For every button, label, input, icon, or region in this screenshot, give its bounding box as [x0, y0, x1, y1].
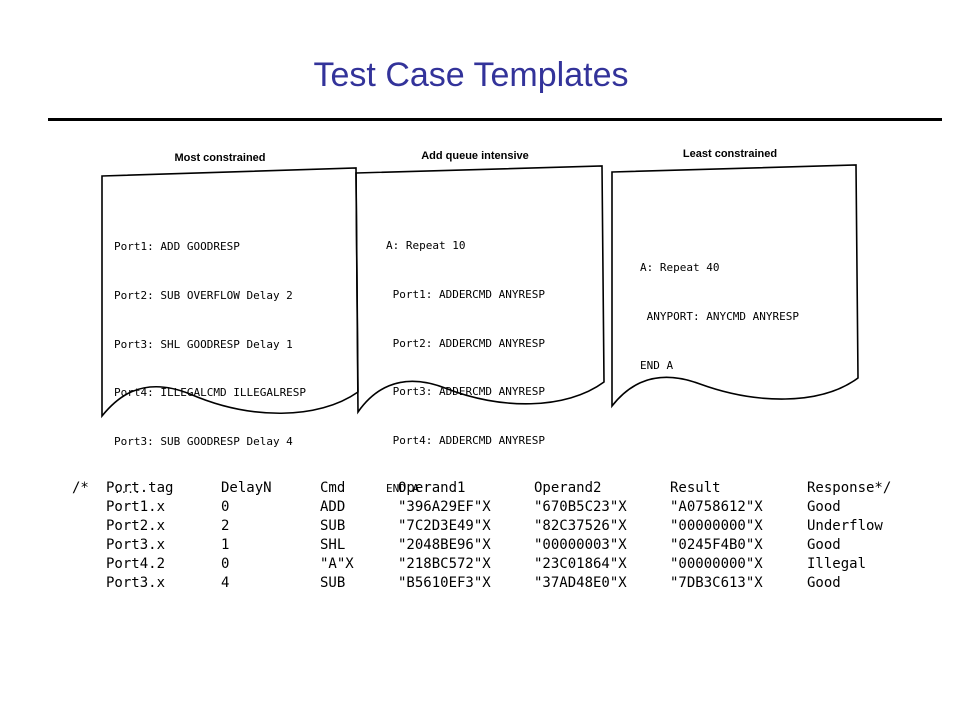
table-cell: Good	[807, 499, 841, 515]
table-cell: Illegal	[807, 556, 867, 572]
table-cell: "37AD48E0"X	[534, 575, 627, 591]
doc-line: ....	[114, 483, 141, 497]
doc-line: A: Repeat 40	[640, 261, 720, 275]
table-cell: Good	[807, 575, 841, 591]
doc-line: A: Repeat 10	[386, 239, 466, 253]
table-cell: Port4.2	[106, 556, 166, 572]
table-cell: 1	[221, 537, 230, 553]
table-cell: "670B5C23"X	[534, 499, 627, 515]
doc-heading-most-constrained: Most constrained	[174, 152, 266, 164]
table-cell: "396A29EF"X	[398, 499, 491, 515]
column-header: Response*/	[807, 480, 892, 496]
comment-open-marker: /*	[72, 480, 89, 496]
table-cell: Good	[807, 537, 841, 553]
table-cell: 0	[221, 499, 230, 515]
title-divider	[48, 118, 942, 121]
doc-heading-add-queue-intensive: Add queue intensive	[421, 150, 529, 162]
doc-body-least-constrained: A: Repeat 40 ANYPORT: ANYCMD ANYRESP END…	[640, 228, 799, 390]
table-cell: "2048BE96"X	[398, 537, 491, 553]
table-cell: "A"X	[320, 556, 354, 572]
table-row: Port3.x 4 SUB "B5610EF3"X "37AD48E0"X "7…	[72, 575, 932, 594]
table-cell: 0	[221, 556, 230, 572]
table-header-row: /* Port.tag DelayN Cmd Operand1 Operand2…	[72, 480, 932, 499]
table-cell: "00000000"X	[670, 518, 763, 534]
column-header: Operand1	[398, 480, 466, 496]
column-header: Cmd	[320, 480, 346, 496]
table-cell: "A0758612"X	[670, 499, 763, 515]
table-cell: Port2.x	[106, 518, 166, 534]
column-header: Result	[670, 480, 721, 496]
doc-line: Port1: ADD GOODRESP	[114, 240, 240, 254]
doc-body-add-queue-intensive: A: Repeat 10 Port1: ADDERCMD ANYRESP Por…	[386, 206, 545, 514]
table-cell: "B5610EF3"X	[398, 575, 491, 591]
doc-heading-least-constrained: Least constrained	[682, 148, 778, 160]
table-cell: ADD	[320, 499, 346, 515]
table-cell: "7DB3C613"X	[670, 575, 763, 591]
table-cell: "82C37526"X	[534, 518, 627, 534]
column-header: Operand2	[534, 480, 602, 496]
doc-line: Port3: SHL GOODRESP Delay 1	[114, 337, 293, 351]
doc-line: Port3: ADDERCMD ANYRESP	[386, 385, 545, 399]
doc-line: Port3: SUB GOODRESP Delay 4	[114, 434, 293, 448]
table-cell: Port3.x	[106, 575, 166, 591]
table-cell: Underflow	[807, 518, 883, 534]
table-cell: SUB	[320, 518, 346, 534]
table-cell: "00000003"X	[534, 537, 627, 553]
page-title: Test Case Templates	[313, 56, 629, 94]
table-cell: "7C2D3E49"X	[398, 518, 491, 534]
doc-line: Port4: ILLEGALCMD ILLEGALRESP	[114, 386, 307, 400]
doc-line: Port2: ADDERCMD ANYRESP	[386, 336, 545, 350]
table-row: Port3.x 1 SHL "2048BE96"X "00000003"X "0…	[72, 537, 932, 556]
table-cell: 4	[221, 575, 230, 591]
table-row: Port2.x 2 SUB "7C2D3E49"X "82C37526"X "0…	[72, 518, 932, 537]
table-cell: "0245F4B0"X	[670, 537, 763, 553]
table-cell: SHL	[320, 537, 346, 553]
column-header: DelayN	[221, 480, 272, 496]
table-cell: "00000000"X	[670, 556, 763, 572]
doc-line: ANYPORT: ANYCMD ANYRESP	[640, 310, 799, 324]
doc-body-most-constrained: Port1: ADD GOODRESP Port2: SUB OVERFLOW …	[114, 207, 306, 515]
table-row: Port1.x 0 ADD "396A29EF"X "670B5C23"X "A…	[72, 499, 932, 518]
doc-line: END A	[640, 358, 674, 372]
table-row: Port4.2 0 "A"X "218BC572"X "23C01864"X "…	[72, 556, 932, 575]
table-cell: 2	[221, 518, 230, 534]
table-cell: "23C01864"X	[534, 556, 627, 572]
doc-line: Port4: ADDERCMD ANYRESP	[386, 433, 545, 447]
table-cell: "218BC572"X	[398, 556, 491, 572]
column-header: Port.tag	[106, 480, 174, 496]
doc-line: Port2: SUB OVERFLOW Delay 2	[114, 289, 293, 303]
table-cell: SUB	[320, 575, 346, 591]
table-cell: Port3.x	[106, 537, 166, 553]
table-cell: Port1.x	[106, 499, 166, 515]
doc-line: END A	[386, 482, 420, 496]
doc-line: Port1: ADDERCMD ANYRESP	[386, 288, 545, 302]
